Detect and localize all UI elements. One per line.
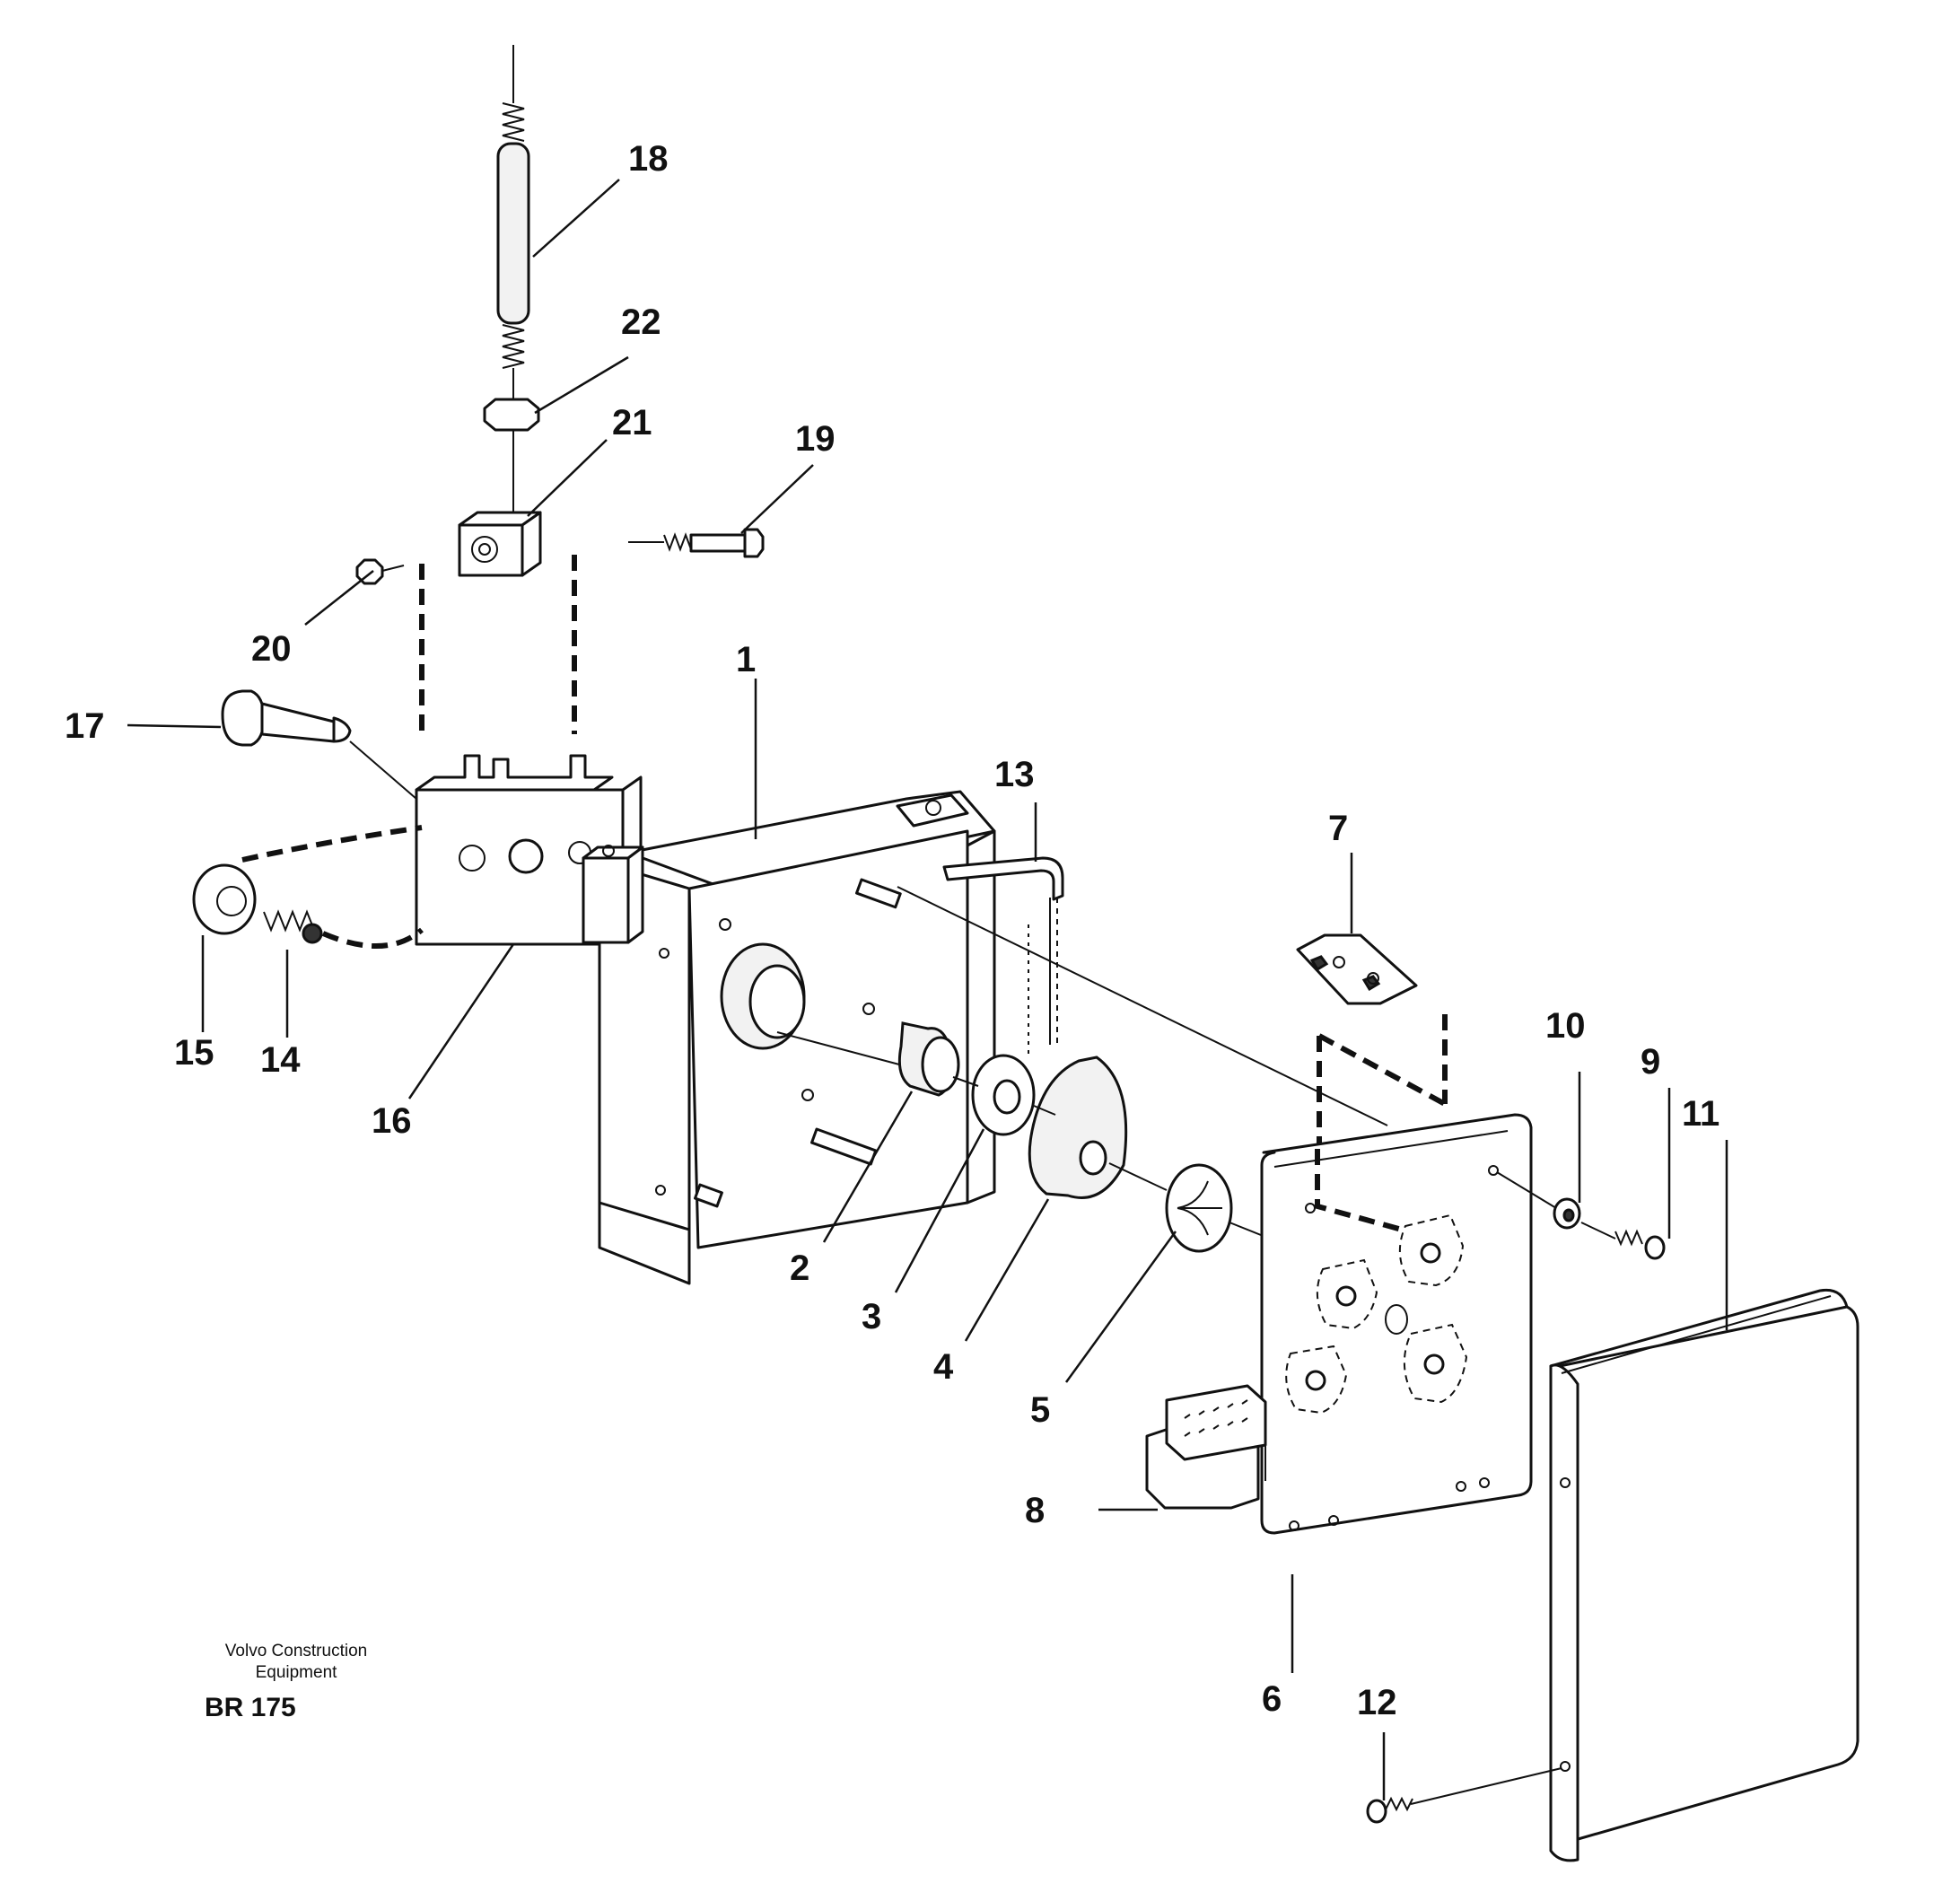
callout-4: 4: [933, 1347, 954, 1387]
panel-6: [1260, 1113, 1533, 1535]
callout-15: 15: [174, 1033, 214, 1073]
knob-4: [1028, 1056, 1128, 1199]
manufacturer-caption: Volvo Construction Equipment BR 175: [179, 1641, 413, 1723]
callout-5: 5: [1030, 1390, 1050, 1430]
caption-company-line1: Volvo Construction: [224, 1642, 368, 1660]
callout-14: 14: [260, 1040, 301, 1080]
bolt-19: [628, 528, 765, 558]
callout-8: 8: [1025, 1491, 1045, 1530]
callout-9: 9: [1641, 1042, 1660, 1082]
cover-11: [1549, 1288, 1859, 1862]
caption-code: BR 175: [205, 1693, 296, 1722]
callout-17: 17: [65, 706, 105, 746]
connector-8: [1145, 1384, 1267, 1510]
caption-company-line2: Equipment: [255, 1663, 337, 1682]
switch-7: [1296, 933, 1448, 1152]
callout-7: 7: [1328, 809, 1348, 848]
callout-1: 1: [736, 640, 756, 679]
washer-3: [971, 1054, 1036, 1136]
callout-18: 18: [628, 139, 669, 179]
callout-21: 21: [612, 403, 652, 442]
washer-10-screw-9: [1496, 1171, 1666, 1260]
callout-labels: 1 2 3 4 5 6 7 8 9 10 11 12 13 14 15 16 1…: [65, 139, 1719, 1722]
callout-16: 16: [372, 1101, 412, 1141]
bolt-17: [221, 689, 417, 800]
callout-20: 20: [251, 629, 292, 669]
callout-3: 3: [862, 1297, 881, 1336]
callout-6: 6: [1262, 1679, 1282, 1719]
callout-10: 10: [1545, 1006, 1586, 1046]
callout-22: 22: [621, 302, 661, 342]
bracket-13: [942, 856, 1064, 1059]
callout-19: 19: [795, 419, 836, 459]
rod-assembly: [458, 45, 542, 577]
washer-5: [1165, 1163, 1233, 1253]
nut-15-bolt-14: [192, 825, 424, 949]
callout-12: 12: [1357, 1683, 1397, 1722]
callout-2: 2: [790, 1248, 809, 1288]
screw-12: [1366, 1767, 1562, 1824]
callout-13: 13: [994, 755, 1035, 794]
leader-lines: [127, 179, 1728, 1800]
bushing-2: [897, 1021, 960, 1097]
callout-11: 11: [1682, 1094, 1719, 1134]
